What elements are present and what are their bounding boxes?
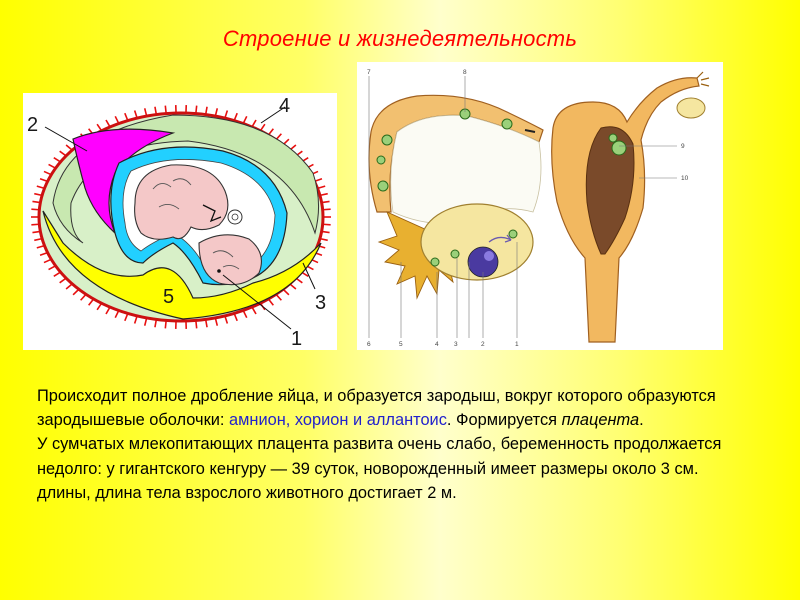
page-title: Строение и жизнедеятельность xyxy=(222,26,578,51)
direction-arrow xyxy=(524,129,536,133)
body-text: Происходит полное дробление яйца, и обра… xyxy=(37,384,737,505)
p1-text-c: . xyxy=(639,411,644,430)
u-label-10: 10 xyxy=(681,175,689,182)
membranes-highlight: амнион, хорион и аллантоис xyxy=(229,411,447,430)
paragraph-2: У сумчатых млекопитающих плацента развит… xyxy=(37,435,722,502)
embryo xyxy=(134,164,262,286)
leader-lines xyxy=(44,106,316,330)
label-3: 3 xyxy=(315,292,326,314)
uterus-diagram: 7 8 9 10 6 5 4 3 2 1 xyxy=(357,62,723,350)
label-2: 2 xyxy=(27,114,38,136)
label-5: 5 xyxy=(163,286,174,308)
yolk-sac xyxy=(42,210,322,320)
u-label-4: 4 xyxy=(435,341,439,348)
uterine-cavity xyxy=(585,126,635,255)
u-label-5: 5 xyxy=(399,341,403,348)
u-label-8: 8 xyxy=(463,69,467,76)
p1-text-b: . Формируется xyxy=(446,411,562,430)
uterus-leader-lines xyxy=(368,76,677,338)
ovary xyxy=(420,203,534,281)
u-label-9: 9 xyxy=(681,143,685,150)
embryo-membranes-diagram: 2 4 3 5 1 xyxy=(23,93,337,350)
u-label-6: 6 xyxy=(367,341,371,348)
u-label-1: 1 xyxy=(515,341,519,348)
uterus-svg: 7 8 9 10 6 5 4 3 2 1 xyxy=(367,69,710,348)
u-label-2: 2 xyxy=(481,341,485,348)
allantois xyxy=(72,128,176,234)
paragraph-1: Происходит полное дробление яйца, и обра… xyxy=(37,384,737,432)
eggs xyxy=(376,108,518,267)
label-1: 1 xyxy=(291,328,302,350)
right-ovary xyxy=(676,97,706,119)
label-4: 4 xyxy=(279,95,290,117)
embryo-membranes-svg: 2 4 3 5 1 xyxy=(27,95,331,350)
p1-text-a: Происходит полное дробление яйца, и обра… xyxy=(37,387,716,430)
placenta-term: плацента xyxy=(561,411,640,430)
u-label-7: 7 xyxy=(367,69,371,76)
u-label-3: 3 xyxy=(454,341,458,348)
